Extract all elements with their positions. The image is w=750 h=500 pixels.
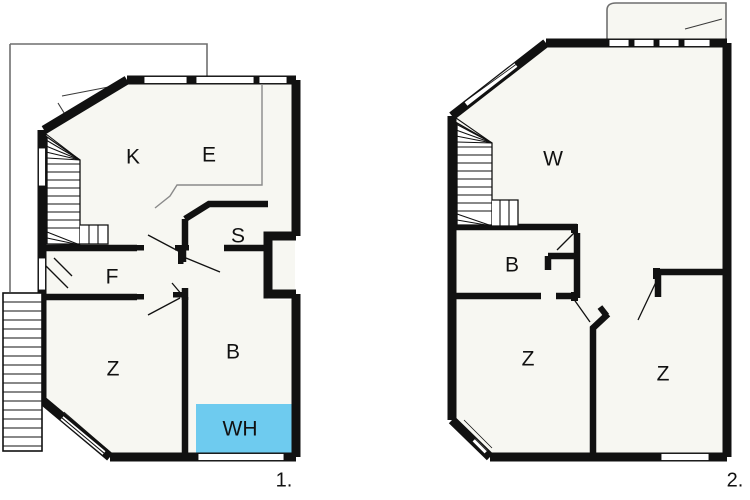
windows-plan2	[608, 39, 711, 461]
external-staircase-plan1	[2, 292, 43, 452]
room-label-z: Z	[107, 358, 120, 381]
interior-thin-line-plan1	[154, 84, 263, 209]
plan-2-group: W B Z Z 2.	[447, 2, 744, 491]
staircase-plan1	[45, 133, 109, 249]
door-jambs-plan2	[571, 224, 660, 318]
doors-plan1	[45, 234, 221, 316]
floor-fill-plan1	[42, 80, 295, 456]
door-jambs-plan1	[137, 245, 189, 300]
room-label-z3: Z	[657, 363, 670, 386]
room-label-wh: WH	[223, 418, 258, 441]
doors-plan2	[556, 231, 657, 323]
room-label-b2: B	[505, 254, 519, 277]
patio-door-plan2	[459, 419, 493, 454]
room-label-b: B	[226, 341, 240, 364]
windows-plan1	[38, 76, 288, 461]
room-label-s: S	[231, 225, 245, 248]
room-label-w: W	[543, 148, 563, 171]
staircase-plan2	[455, 117, 519, 230]
plan-1-group: K E S F Z B WH 1.	[2, 43, 301, 491]
room-label-z2: Z	[522, 348, 535, 371]
slanted-window-plan2	[463, 62, 521, 108]
patio-door-plan1	[59, 411, 109, 456]
room-label-k: K	[126, 146, 140, 169]
plan-1-number: 1.	[276, 469, 293, 491]
plan-2-number: 2.	[727, 469, 744, 491]
room-label-f: F	[106, 266, 119, 289]
balcony-outline-plan2	[606, 2, 727, 44]
interior-walls-plan1	[44, 200, 268, 457]
interior-walls-plan2	[452, 223, 727, 457]
water-heater-zone	[196, 404, 295, 453]
room-label-e: E	[202, 144, 216, 167]
floor-fill-plan2	[452, 43, 726, 456]
